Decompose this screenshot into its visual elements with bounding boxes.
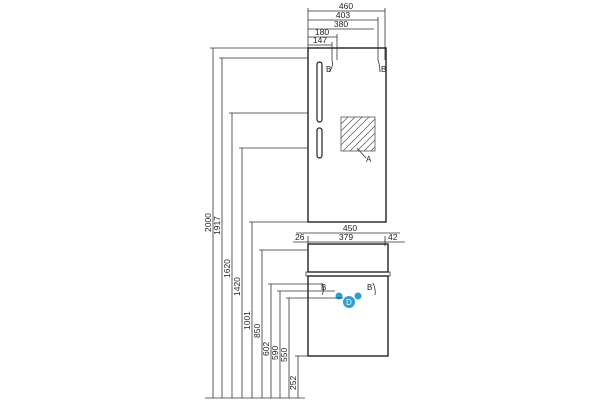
tall-cabinet: A B B xyxy=(307,47,387,223)
dim-offset-left-26: 26 xyxy=(295,232,305,242)
vanity-cabinet-body xyxy=(307,275,389,357)
dim-height-1001: 1001 xyxy=(242,311,252,330)
dim-width-380: 380 xyxy=(334,19,348,29)
dim-height-850: 850 xyxy=(252,324,262,338)
dim-height-602: 602 xyxy=(261,342,271,356)
dim-height-590: 590 xyxy=(270,346,280,360)
dim-width-403: 403 xyxy=(336,10,350,20)
dim-height-1420: 1420 xyxy=(232,277,242,296)
dim-width-379: 379 xyxy=(339,232,353,242)
drain-connection xyxy=(343,296,355,308)
hatched-shelf-area xyxy=(340,116,376,152)
marker-b-bottom-left: B xyxy=(321,283,326,292)
dim-width-147: 147 xyxy=(313,35,327,45)
height-dimensions: 2000 1917 1620 1420 1001 850 602 590 550 xyxy=(203,47,343,399)
handle-upper xyxy=(316,61,323,123)
top-dimensions: 460 403 380 180 147 xyxy=(307,1,386,60)
dim-width-450: 450 xyxy=(343,223,357,233)
connection-point-left xyxy=(335,292,343,300)
marker-b-top-left: B xyxy=(326,65,331,74)
marker-b-bottom-right: B xyxy=(367,283,372,292)
sink-basin xyxy=(307,243,389,273)
bottom-dimensions: 450 379 26 42 xyxy=(293,223,405,246)
marker-d: D xyxy=(346,298,352,307)
tall-cabinet-body xyxy=(307,47,387,223)
dim-offset-right-42: 42 xyxy=(388,232,398,242)
dim-height-252: 252 xyxy=(288,376,298,390)
handle-lower xyxy=(316,127,323,159)
dim-height-1620: 1620 xyxy=(222,259,232,278)
dim-height-550: 550 xyxy=(279,348,289,362)
marker-b-top-right: B xyxy=(381,65,386,74)
marker-a: A xyxy=(366,155,372,164)
dim-height-2000: 2000 xyxy=(203,213,213,232)
dim-width-460: 460 xyxy=(339,1,353,11)
connection-point-right xyxy=(354,292,362,300)
dim-width-180: 180 xyxy=(315,27,329,37)
dim-height-1917: 1917 xyxy=(212,216,222,235)
vanity-unit: B B D xyxy=(305,243,391,357)
